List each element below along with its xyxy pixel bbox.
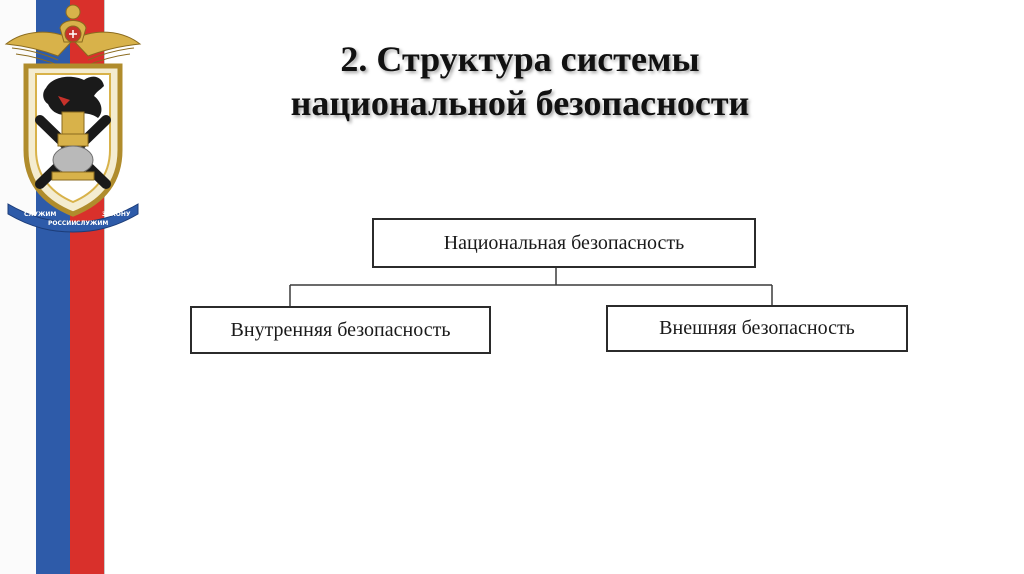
slide-title-line-1: 2. Структура системы [150, 38, 890, 80]
diagram-root-label: Национальная безопасность [444, 232, 685, 255]
police-emblem-icon: СЛУЖИМ РОССИИ СЛУЖИМ ЗАКОНУ [2, 0, 144, 234]
diagram-child-node-internal: Внутренняя безопасность [190, 306, 491, 354]
emblem-ribbon-word-3: СЛУЖИМ [76, 220, 108, 227]
emblem-ribbon-word-1: СЛУЖИМ [24, 211, 56, 218]
emblem-ribbon-word-2: РОССИИ [48, 220, 76, 227]
diagram-child-label-internal: Внутренняя безопасность [231, 319, 451, 342]
diagram-child-node-external: Внешняя безопасность [606, 305, 908, 352]
emblem-ribbon-word-4: ЗАКОНУ [102, 211, 131, 218]
diagram-child-label-external: Внешняя безопасность [659, 317, 855, 340]
diagram-root-node: Национальная безопасность [372, 218, 756, 268]
slide-title-line-2: национальной безопасности [150, 82, 890, 124]
